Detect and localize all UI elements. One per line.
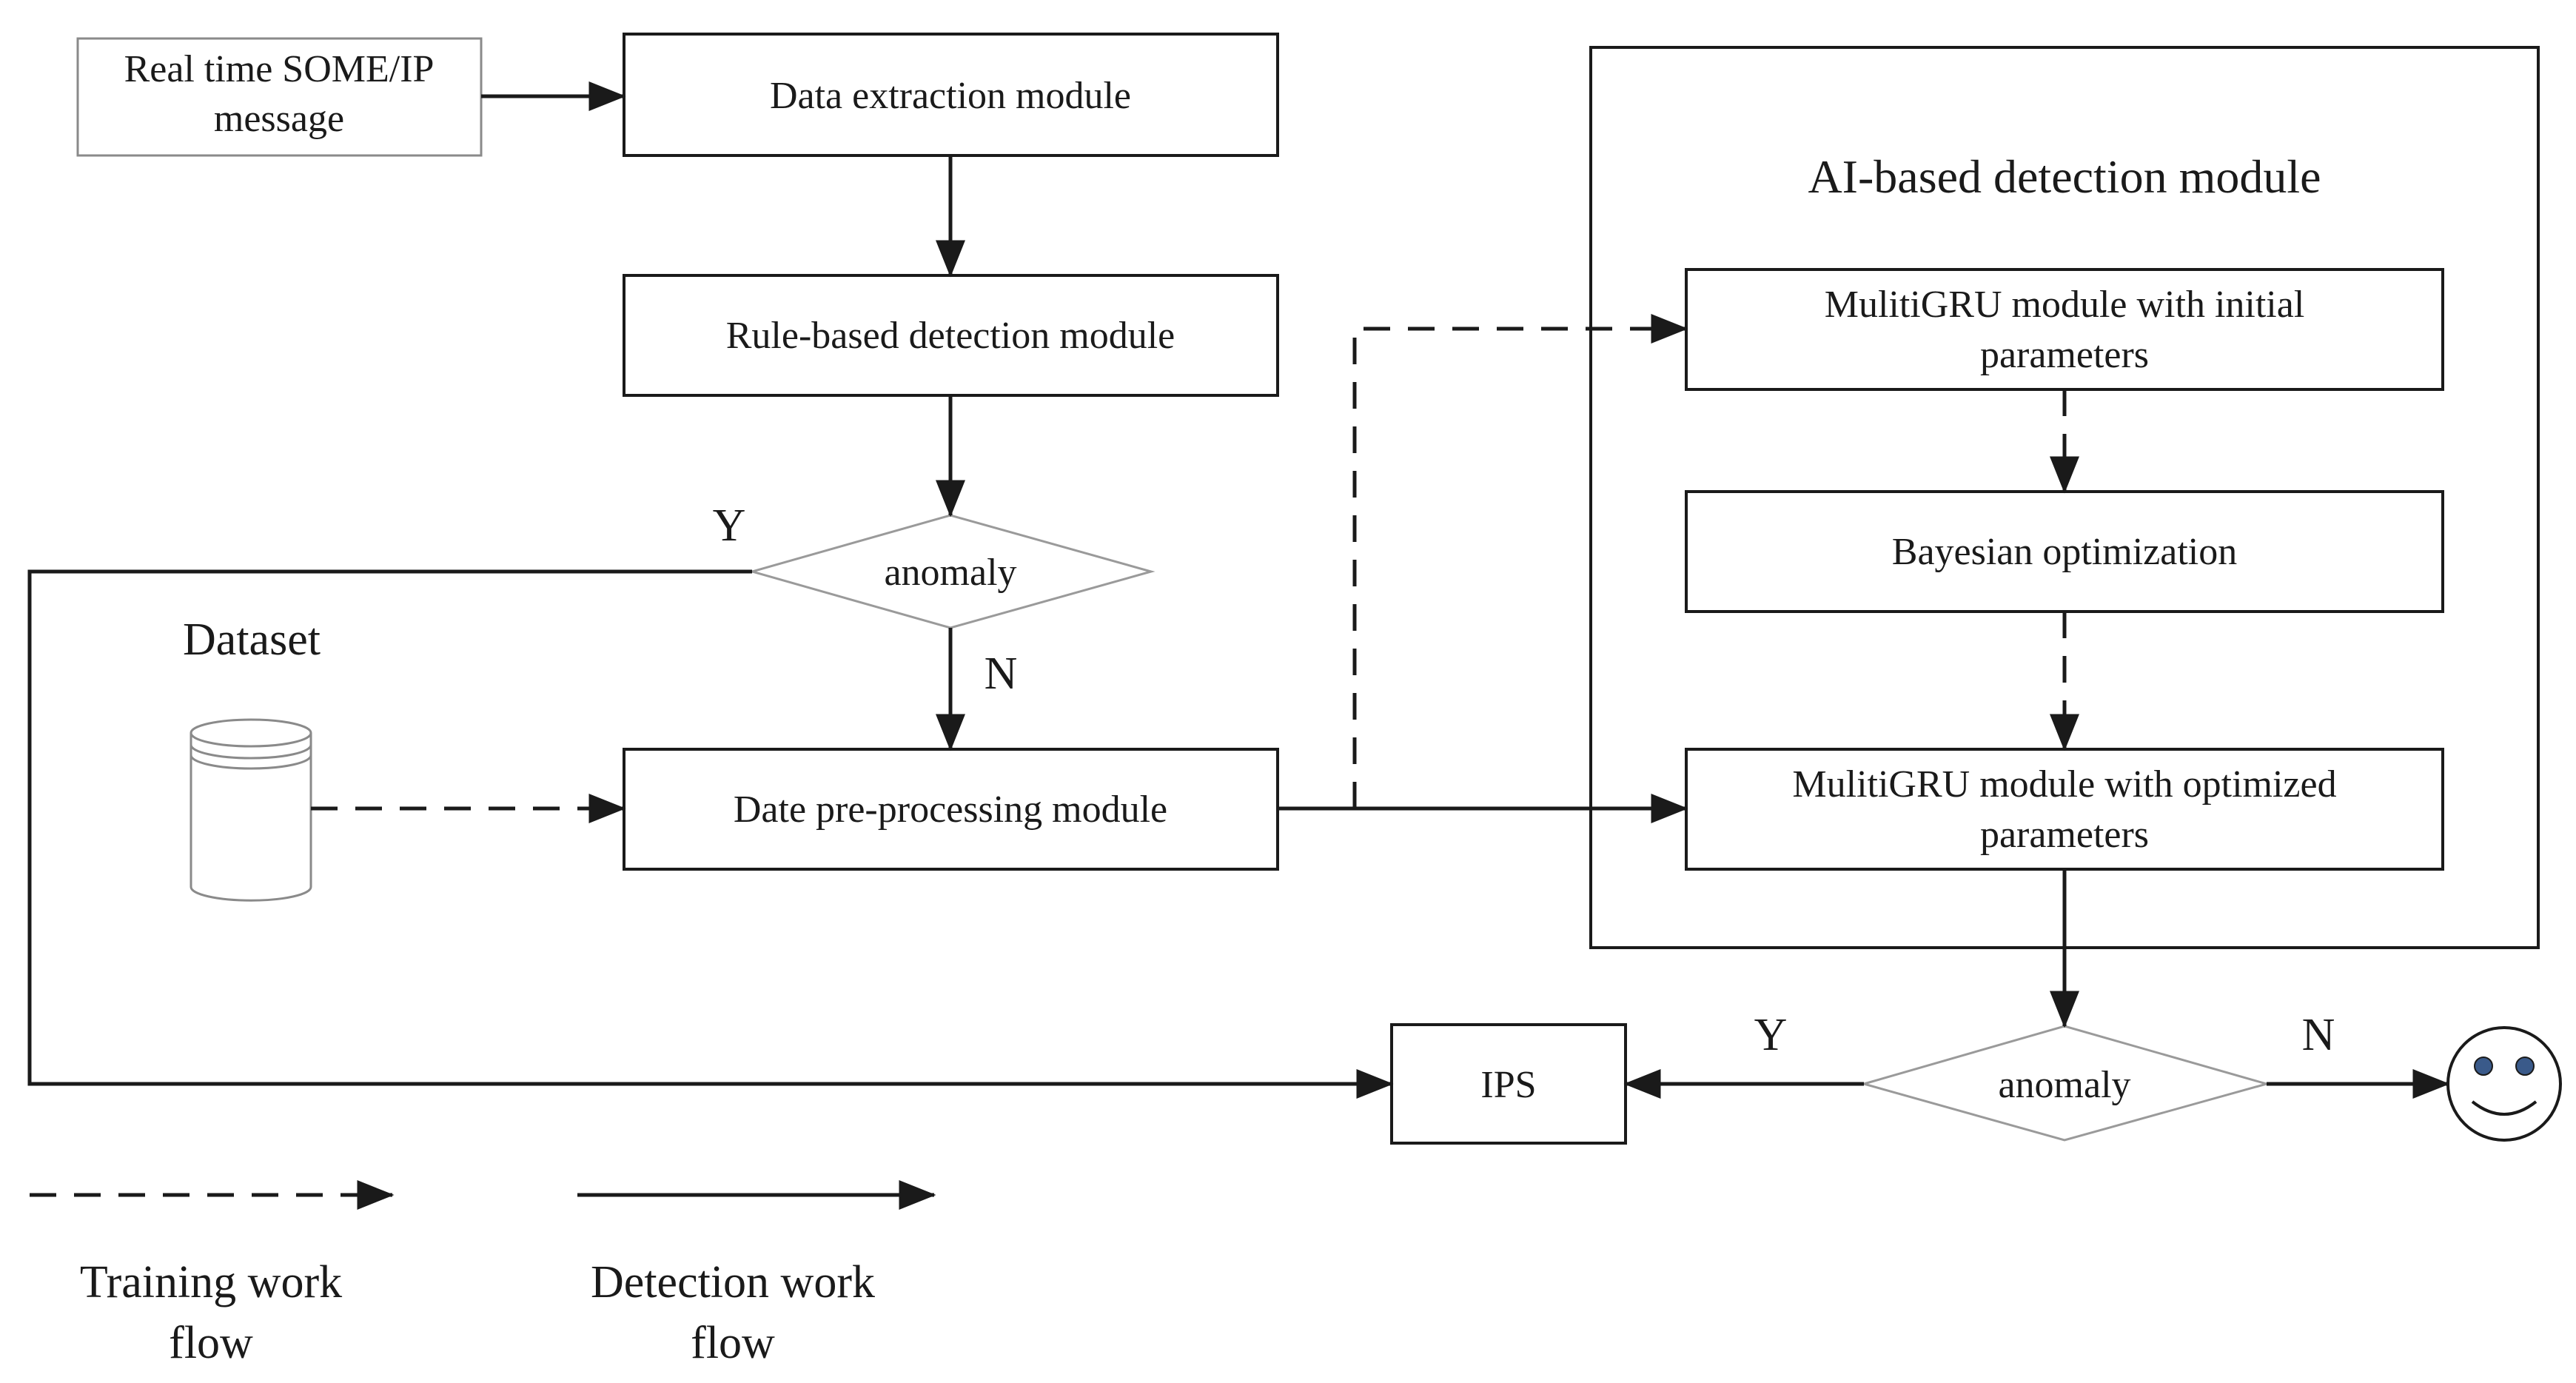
realtime-message-line1: Real time SOME/IP	[124, 48, 435, 90]
dataset-label: Dataset	[183, 615, 321, 665]
multigru-optimized-line1: MulitiGRU module with optimized	[1792, 763, 2336, 806]
legend: Training work flow Detection work flow	[30, 1180, 936, 1368]
multigru-optimized-line2: parameters	[1980, 814, 2149, 856]
data-extraction-label: Data extraction module	[770, 75, 1131, 117]
dataset-cylinder-icon	[189, 718, 312, 902]
bayesian-optimization-label: Bayesian optimization	[1892, 531, 2237, 573]
multigru-initial-line2: parameters	[1980, 334, 2149, 376]
ips-box: IPS	[1390, 1023, 1627, 1145]
edge-label-top-yes: Y	[713, 500, 746, 551]
preprocessing-box: Date pre-processing module	[623, 748, 1279, 871]
edge-label-bottom-no: N	[2302, 1010, 2335, 1060]
edge-preprocess-to-initial	[1352, 314, 1688, 808]
multigru-initial-box: MulitiGRU module with initial parameters	[1685, 268, 2444, 391]
anomaly-top-label: anomaly	[884, 552, 1016, 594]
rule-based-detection-label: Rule-based detection module	[726, 315, 1175, 357]
rule-based-detection-box: Rule-based detection module	[623, 274, 1279, 397]
anomaly-bottom-label: anomaly	[1998, 1064, 2130, 1106]
legend-training-line1: Training work	[80, 1257, 342, 1307]
ips-label: IPS	[1480, 1064, 1536, 1106]
anomaly-decision-top: anomaly	[748, 514, 1155, 629]
anomaly-decision-bottom: anomaly	[1859, 1025, 2271, 1142]
bayesian-optimization-box: Bayesian optimization	[1685, 490, 2444, 613]
legend-training-line2: flow	[169, 1318, 253, 1368]
multigru-optimized-box: MulitiGRU module with optimized paramete…	[1685, 748, 2444, 871]
multigru-initial-line1: MulitiGRU module with initial	[1825, 284, 2305, 326]
ai-detection-module-title: AI-based detection module	[1808, 150, 2321, 203]
edge-anomaly-yes-to-ips	[27, 569, 1394, 1099]
data-extraction-box: Data extraction module	[623, 33, 1279, 157]
realtime-message-box: Real time SOME/IP message	[76, 37, 483, 157]
legend-detection-line1: Detection work	[591, 1257, 875, 1307]
edge-label-bottom-yes: Y	[1754, 1010, 1788, 1060]
edge-label-top-no: N	[985, 649, 1018, 699]
legend-detection-line2: flow	[691, 1318, 775, 1368]
preprocessing-label: Date pre-processing module	[734, 788, 1167, 831]
realtime-message-line2: message	[214, 98, 344, 140]
smiley-face-icon	[2446, 1026, 2562, 1142]
